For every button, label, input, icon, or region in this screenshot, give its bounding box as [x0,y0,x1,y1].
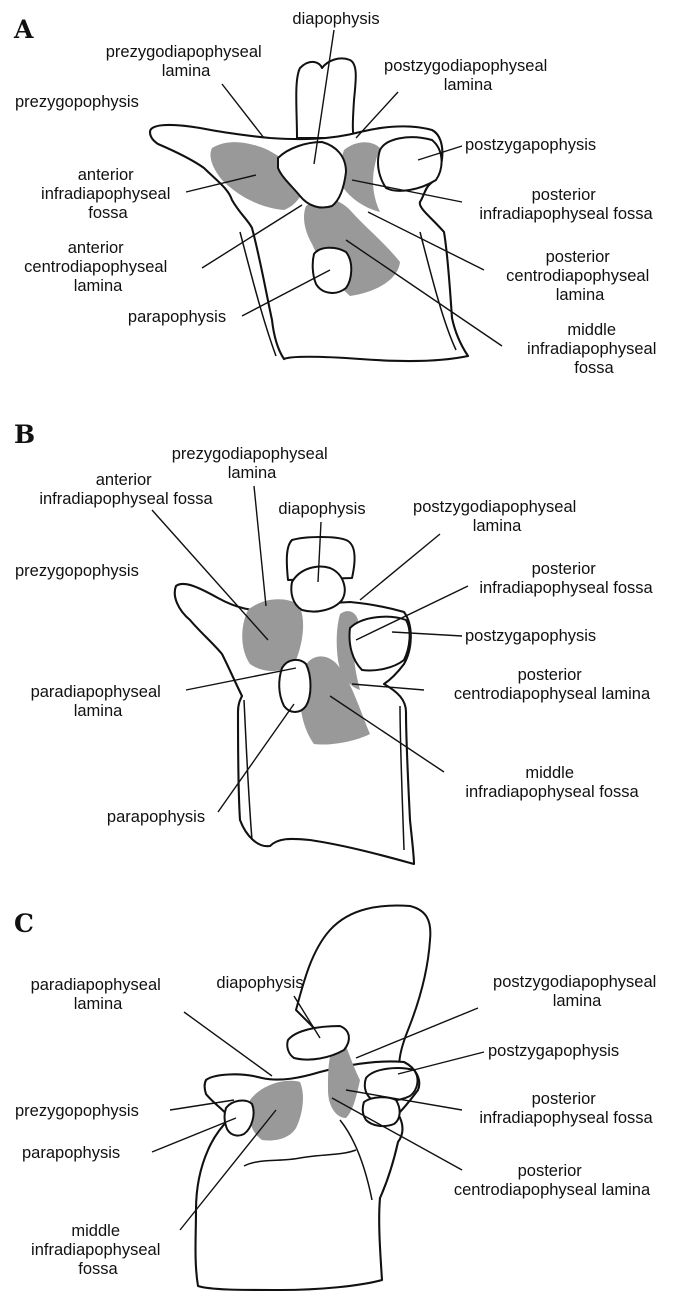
panel-b-label-postzygapophysis: postzygapophysis [465,627,596,645]
panel-c-letter: C [14,909,34,938]
panel-b-vertebra-drawing [175,537,414,864]
panel-b-postzygapophysis-facet [350,617,410,671]
panel-b-leader-postzygodiapophyseal [360,534,440,600]
panel-b-label-posterior-infradiapophyseal-fossa: posterior infradiapophyseal fossa [479,560,653,597]
panel-b-label-posterior-centrodiapophyseal-lamina: posterior centrodiapophyseal lamina [454,666,651,703]
panel-b: B prezygodiapophyseal lamina anterior in… [14,420,653,864]
panel-c-label-posterior-infradiapophyseal-fossa: posterior infradiapophyseal fossa [479,1090,653,1127]
panel-c-postzyg-lower-facet [363,1097,400,1126]
panel-b-label-postzygodiapophyseal-lamina: postzygodiapophyseal lamina [413,498,581,535]
panel-c-postzygapophysis-facet [365,1068,418,1101]
panel-a-label-diapophysis: diapophysis [292,10,379,28]
panel-c-label-paradiapophyseal-lamina: paradiapophyseal lamina [31,976,166,1013]
panel-a-label-anterior-centrodiapophyseal-lamina: anterior centrodiapophyseal lamina [24,239,172,295]
panel-c-label-middle-infradiapophyseal-fossa: middle infradiapophyseal fossa [31,1222,165,1278]
panel-c-label-prezygopophysis: prezygopophysis [15,1102,139,1120]
panel-a-parapophysis-facet [313,248,352,293]
panel-a-letter: A [13,15,34,44]
panel-a-label-posterior-infradiapophyseal-fossa: posterior infradiapophyseal fossa [479,186,653,223]
panel-c-label-diapophysis: diapophysis [216,974,303,992]
panel-a-label-postzygodiapophyseal-lamina: postzygodiapophyseal lamina [384,57,552,94]
panel-a-label-prezygodiapophyseal-lamina: prezygodiapophyseal lamina [106,43,267,80]
panel-a-label-middle-infradiapophyseal-fossa: middle infradiapophyseal fossa [527,321,661,377]
panel-b-label-prezygopophysis: prezygopophysis [15,562,139,580]
panel-c-label-posterior-centrodiapophyseal-lamina: posterior centrodiapophyseal lamina [454,1162,651,1199]
panel-a-leader-prezygodiapophyseal [222,84,264,138]
panel-a-postzygapophysis-facet [378,137,442,191]
panel-b-label-anterior-infradiapophyseal-fossa: anterior infradiapophyseal fossa [39,471,213,508]
panel-b-label-parapophysis: parapophysis [107,808,205,826]
panel-b-label-prezygodiapophyseal-lamina: prezygodiapophyseal lamina [172,445,333,482]
panel-b-label-diapophysis: diapophysis [278,500,365,518]
panel-a: A diapophysis prezygodiapophyseal lamina… [13,10,661,377]
panel-c-label-parapophysis: parapophysis [22,1144,120,1162]
panel-b-label-paradiapophyseal-lamina: paradiapophyseal lamina [31,683,166,720]
panel-b-letter: B [14,420,35,449]
panel-b-leader-prezygodiapophyseal [254,486,266,606]
panel-a-label-prezygopophysis: prezygopophysis [15,93,139,111]
panel-a-label-anterior-infradiapophyseal-fossa: anterior infradiapophyseal fossa [41,166,175,222]
panel-c-label-postzygapophysis: postzygapophysis [488,1042,619,1060]
panel-a-label-postzygapophysis: postzygapophysis [465,136,596,154]
panel-c-label-postzygodiapophyseal-lamina: postzygodiapophyseal lamina [493,973,661,1010]
panel-c-leader-postzygapophysis [398,1052,484,1074]
panel-a-label-posterior-centrodiapophyseal-lamina: posterior centrodiapophyseal lamina [506,248,654,304]
panel-b-label-middle-infradiapophyseal-fossa: middle infradiapophyseal fossa [465,764,639,801]
panel-c: C diapophysis paradiapophyseal lamina po… [14,906,661,1290]
panel-c-leader-paradiapophyseal [184,1012,272,1076]
panel-a-neural-spine [296,58,356,138]
panel-a-label-parapophysis: parapophysis [128,308,226,326]
